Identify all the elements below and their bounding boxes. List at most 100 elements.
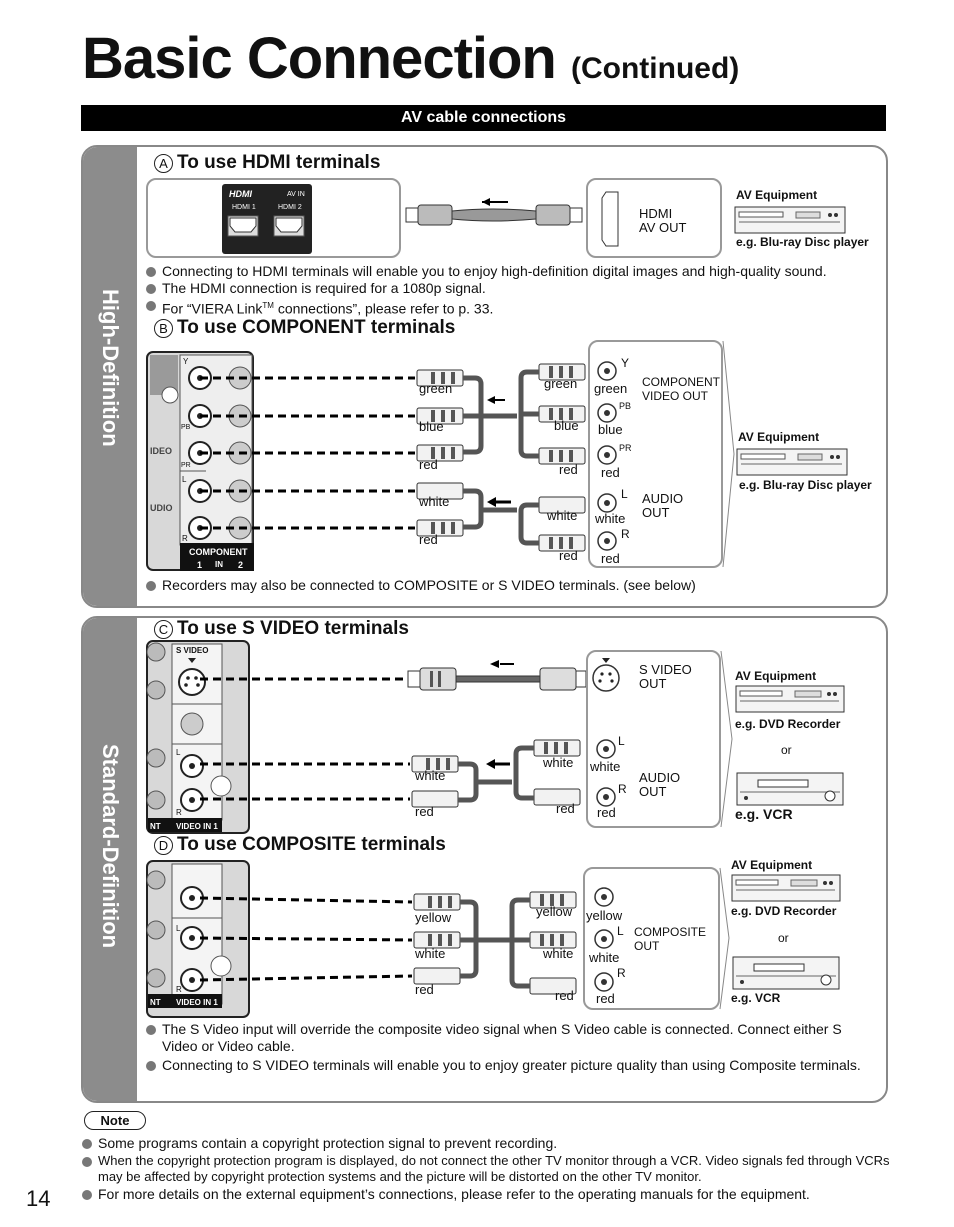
hdmi-bullet-2: The HDMI connection is required for a 10… (146, 280, 886, 297)
component-tv-in: IN (215, 560, 223, 569)
hdmi-cable (405, 198, 583, 226)
component-tv-l: L (182, 475, 187, 484)
component-jack-color-2: blue (598, 422, 623, 437)
svideo-jack-color-2: red (597, 805, 616, 820)
composite-jack-color-2: white (589, 950, 620, 965)
component-tv-n2: 2 (238, 560, 244, 570)
note-item-2: When the copyright protection program is… (82, 1153, 892, 1185)
component-plug-left-3: red (419, 457, 438, 472)
component-plug-right-4: white (547, 508, 578, 523)
component-jack-color-4: white (595, 511, 626, 526)
component-audio-out-2: OUT (642, 505, 670, 520)
component-plug-left-4: white (419, 494, 450, 509)
hdmi-heading: A To use HDMI terminals (154, 152, 380, 174)
svideo-out-2: OUT (639, 676, 667, 691)
component-video-out-2: VIDEO OUT (642, 389, 709, 403)
dvd-recorder-icon (735, 685, 845, 713)
title-main: Basic Connection (82, 26, 557, 91)
page-number: 14 (26, 1186, 51, 1211)
svideo-heading: C To use S VIDEO terminals (154, 618, 409, 640)
bullet-dot-icon (146, 1061, 156, 1071)
bullet-dot-icon (82, 1157, 92, 1167)
hdmi-heading-text: To use HDMI terminals (177, 152, 381, 173)
hdmi-av-in-label: AV IN (287, 191, 305, 198)
svideo-audio-out-2: OUT (639, 784, 667, 799)
svideo-jack-color-1: white (590, 759, 621, 774)
composite-equipment-or: or (778, 931, 789, 945)
component-equipment-label: AV Equipment (738, 430, 820, 444)
composite-out-2: OUT (634, 939, 660, 953)
component-jack-color-5: red (601, 551, 620, 566)
composite-jack-tag-l: L (617, 924, 624, 938)
composite-plug-left-2: white (415, 946, 446, 961)
composite-tv-r: R (176, 985, 182, 994)
composite-equipment-example-1: e.g. DVD Recorder (731, 904, 837, 918)
composite-jack-tag-r: R (617, 966, 626, 980)
note-item-1: Some programs contain a copyright protec… (82, 1135, 892, 1152)
svideo-tv-l: L (176, 748, 181, 757)
component-plug-right-5: red (559, 548, 578, 563)
vcr-icon (732, 956, 840, 990)
letter-c-icon: C (154, 619, 173, 639)
component-jack-tag-y: Y (621, 356, 630, 370)
hdmi-bullet-1: Connecting to HDMI terminals will enable… (146, 263, 886, 280)
composite-plug-left-1: yellow (415, 910, 452, 925)
dvd-recorder-icon (731, 874, 841, 902)
composite-plug-right-3: red (555, 988, 574, 1003)
note-item-3: For more details on the external equipme… (82, 1186, 892, 1203)
composite-tv-panel (146, 860, 250, 1018)
component-audio-out-1: AUDIO (642, 491, 684, 506)
bluray-player-icon (736, 448, 848, 476)
hdmi-port1-label: HDMI 1 (232, 204, 256, 211)
svideo-equipment-example-1: e.g. DVD Recorder (735, 717, 841, 731)
component-tv-video: IDEO (150, 446, 173, 456)
component-equipment-bracket (722, 340, 735, 568)
component-tv-y: Y (183, 357, 189, 366)
hdmi-port2-label: HDMI 2 (278, 204, 302, 211)
standard-definition-label: Standard-Definition (98, 744, 123, 949)
svideo-tv-panel (146, 640, 250, 834)
hdmi-equipment-label: AV Equipment (736, 188, 818, 202)
svideo-plug-left-1: white (415, 768, 446, 783)
composite-tv-l: L (176, 924, 181, 933)
title-continued: (Continued) (570, 52, 740, 85)
section-bar: AV cable connections (81, 105, 886, 131)
composite-equipment-example-2: e.g. VCR (731, 991, 781, 1005)
composite-heading-text: To use COMPOSITE terminals (177, 834, 446, 855)
svideo-tv-r: R (176, 808, 182, 817)
bullet-dot-icon (82, 1190, 92, 1200)
component-tv-panel (146, 351, 254, 571)
component-jack-tag-pr: PR (619, 443, 632, 453)
component-plug-left-1: green (419, 381, 453, 396)
component-plug-left-2: blue (419, 419, 444, 434)
composite-heading: D To use COMPOSITE terminals (154, 834, 446, 856)
composite-plug-left-3: red (415, 982, 434, 997)
component-cables (200, 363, 586, 552)
component-tv-component-label: COMPONENT (189, 547, 248, 557)
composite-plug-right-1: yellow (536, 904, 573, 919)
svideo-equipment-example-2: e.g. VCR (735, 806, 793, 822)
svideo-cables (200, 660, 587, 808)
component-jack-color-3: red (601, 465, 620, 480)
svideo-equipment-bracket (720, 650, 733, 828)
composite-equipment-bracket (719, 867, 730, 1010)
svideo-equipment-label: AV Equipment (735, 669, 817, 683)
component-jack-tag-l: L (621, 487, 628, 501)
hdmi-bullet-3: For “VIERA LinkTM connections”, please r… (146, 297, 886, 318)
component-plug-right-3: red (559, 462, 578, 477)
sd-bullet-1: The S Video input will override the comp… (146, 1021, 876, 1055)
component-plug-right-1: green (544, 376, 578, 391)
component-plug-right-2: blue (554, 418, 579, 433)
composite-cables (199, 891, 577, 995)
component-tv-pr: PR (181, 462, 191, 469)
letter-b-icon: B (154, 318, 173, 338)
component-tv-n1: 1 (197, 560, 203, 570)
svideo-plug-left-2: red (415, 804, 434, 819)
composite-out-1: COMPOSITE (634, 925, 707, 939)
svideo-plug-right-1: white (543, 755, 574, 770)
vcr-icon (736, 772, 844, 806)
composite-plug-right-2: white (543, 946, 574, 961)
component-tv-audio: UDIO (150, 503, 173, 513)
component-tv-r: R (182, 534, 188, 543)
composite-jack-color-3: red (596, 991, 615, 1006)
